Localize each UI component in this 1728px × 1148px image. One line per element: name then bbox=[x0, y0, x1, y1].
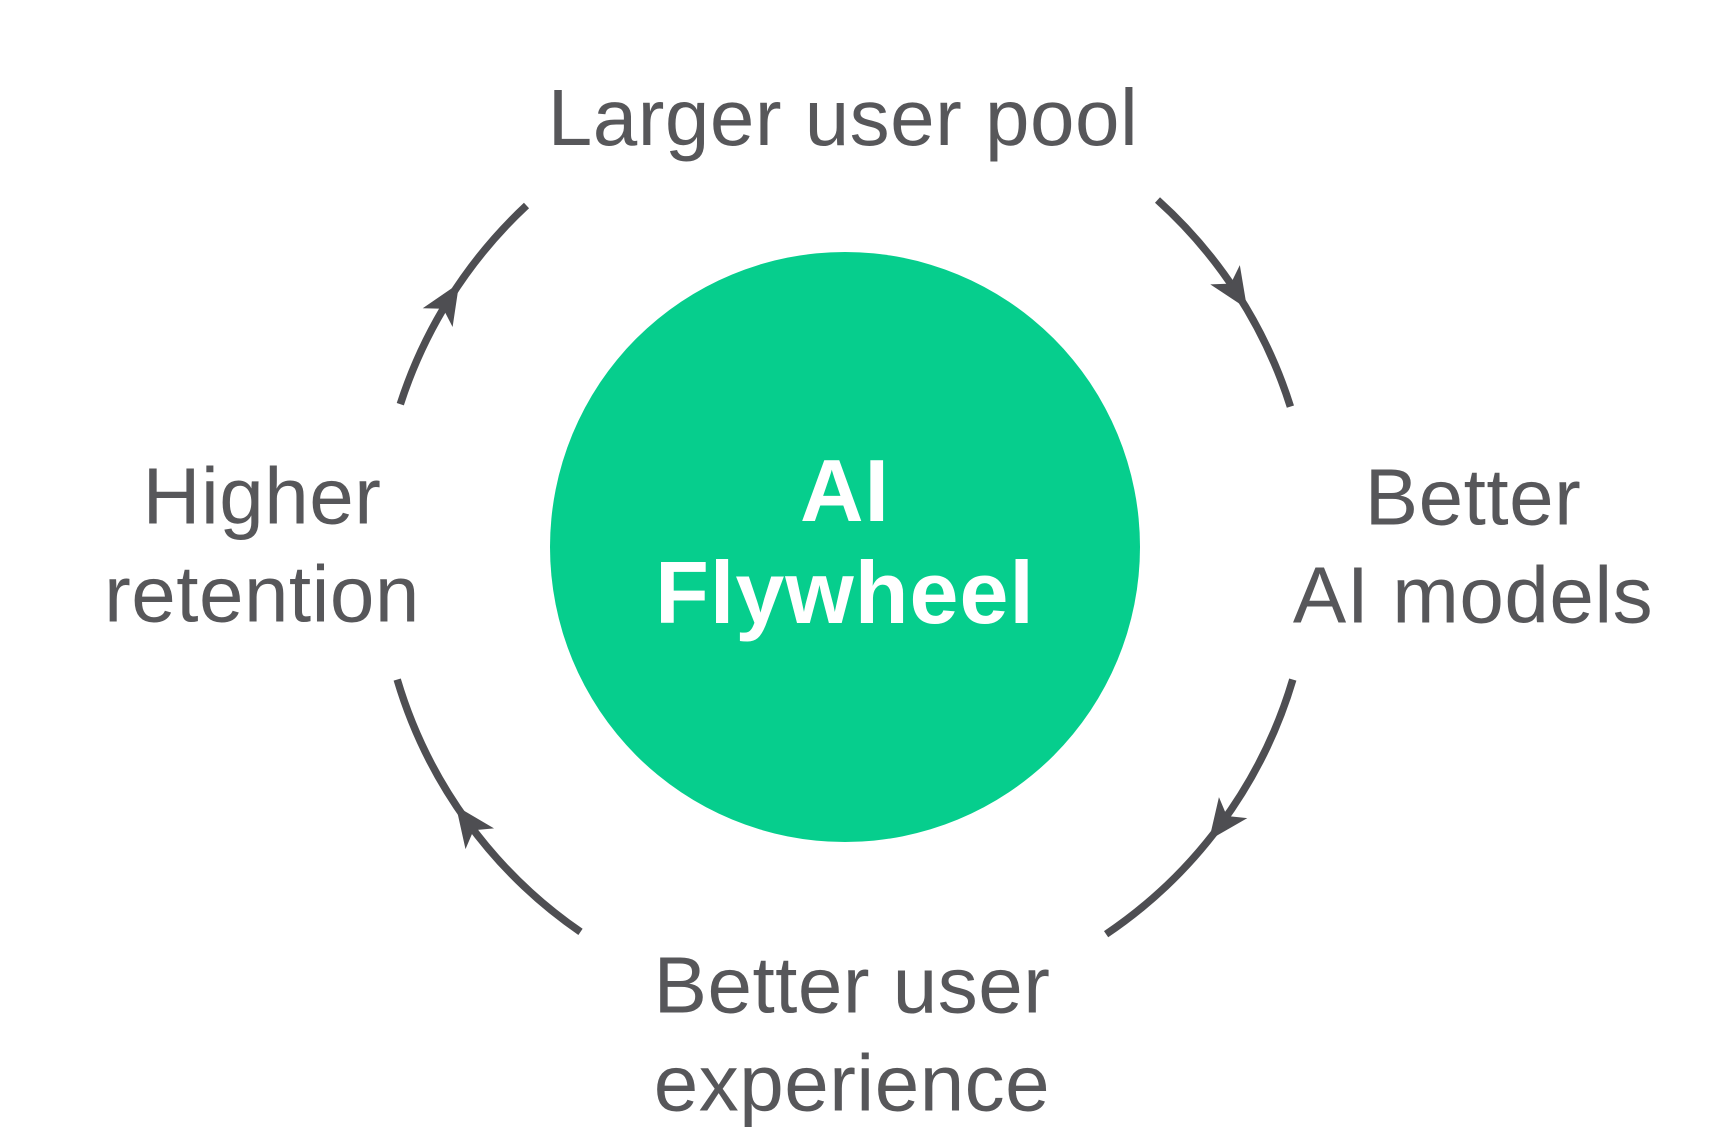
label-line: experience bbox=[653, 1038, 1051, 1127]
center-title-line-2: Flywheel bbox=[655, 543, 1035, 642]
arrow-arc bbox=[445, 202, 530, 302]
label-line: AI models bbox=[1292, 550, 1654, 639]
arrow-arc bbox=[1209, 678, 1297, 841]
label-better-user-experience: Better user experience bbox=[654, 936, 1051, 1131]
arrow-arc bbox=[455, 806, 583, 935]
arrow-arc bbox=[396, 283, 460, 406]
center-title: AI Flywheel bbox=[655, 440, 1035, 644]
center-title-line-1: AI bbox=[800, 440, 890, 540]
label-higher-retention: Higher retention bbox=[104, 447, 420, 642]
arrow-arc bbox=[1154, 197, 1248, 309]
label-line: Larger user pool bbox=[547, 73, 1139, 163]
label-line: Better bbox=[1364, 452, 1582, 542]
arrow-right-to-bottom bbox=[1104, 678, 1297, 938]
arrow-bottom-to-left bbox=[393, 678, 583, 935]
label-larger-user-pool: Larger user pool bbox=[548, 69, 1139, 167]
arrow-top-to-right bbox=[1154, 197, 1294, 408]
center-circle bbox=[550, 252, 1140, 842]
cycle-arrows bbox=[393, 197, 1297, 938]
label-line: retention bbox=[104, 549, 420, 638]
label-better-ai-models: Better AI models bbox=[1293, 448, 1653, 643]
arrow-arc bbox=[1233, 290, 1294, 408]
arrow-left-to-top bbox=[396, 202, 530, 406]
label-line: Better user bbox=[653, 940, 1051, 1030]
arrow-arc bbox=[393, 678, 471, 824]
arrow-arc bbox=[1104, 822, 1224, 938]
label-line: Higher bbox=[142, 451, 382, 541]
